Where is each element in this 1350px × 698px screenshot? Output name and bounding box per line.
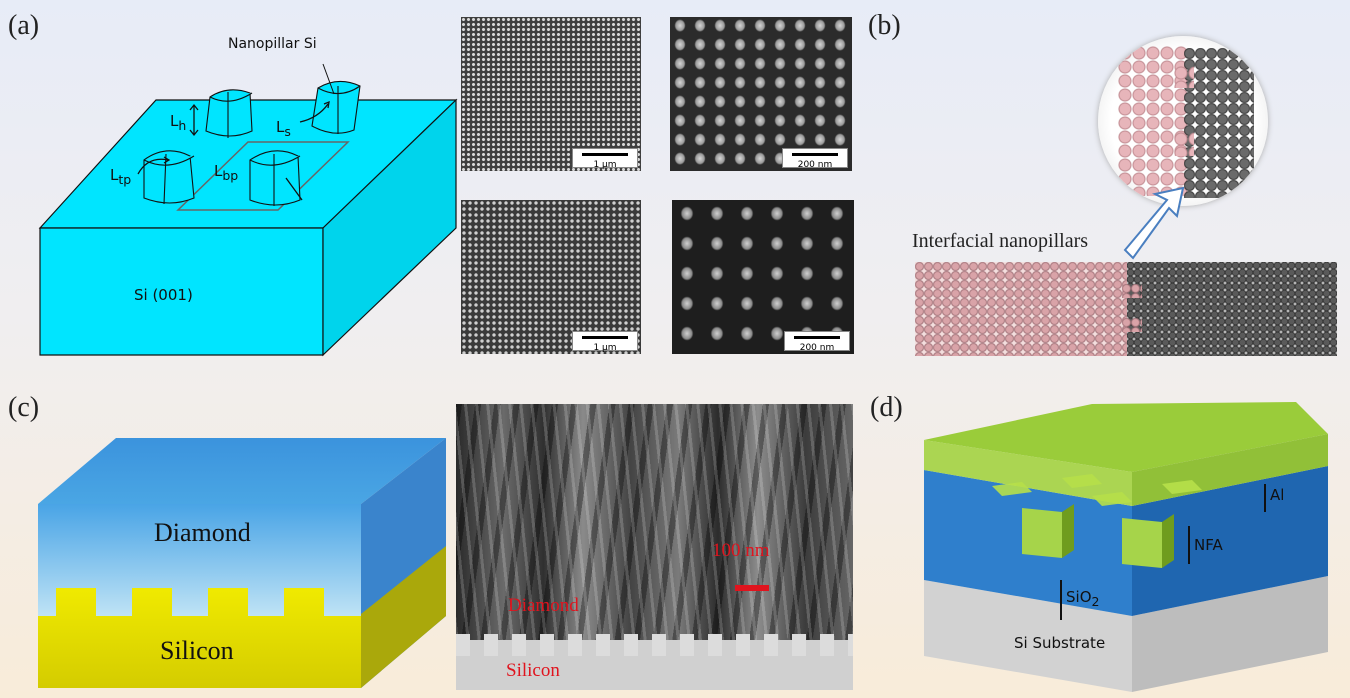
dim-ltp-label: Ltp [110,166,132,187]
al-thickness-arrow [1264,484,1266,512]
gray-atom-cluster [1184,48,1254,198]
sem-scale-4: 200 nm [784,331,850,353]
tem-scale-bar [735,585,769,591]
tem-scale-label: 100 nm [712,540,770,561]
panel-label-a: (a) [8,10,40,41]
dim-lbp-label: Lbp [214,162,239,183]
pink-atom-pillar [1122,318,1142,332]
nfa-thickness-arrow [1188,526,1190,564]
panel-label-d: (d) [870,392,903,423]
sio2-label: SiO2 [1066,588,1100,609]
panel-label-c: (c) [8,392,40,423]
pink-protrusion [1174,132,1194,156]
panel-label-b: (b) [868,10,901,41]
gray-atom-slab [1127,262,1337,356]
sem-image-3 [461,200,641,354]
tem-diamond-region [456,404,853,644]
tem-silicon-label: Silicon [506,660,560,681]
substrate-label: Si (001) [134,286,193,304]
pink-atom-slab [915,262,1127,356]
magnified-interface-circle [1098,36,1268,206]
tem-image [456,404,853,690]
sem-scale-2: 200 nm [782,148,848,170]
sem-image-4 [672,200,854,354]
pink-protrusion [1174,66,1194,88]
sem-image-1 [461,17,641,171]
sio2-thickness-arrow [1060,580,1062,620]
interfacial-nanopillars-caption: Interfacial nanopillars [912,230,1089,252]
silicon-layer-label: Silicon [160,636,234,665]
dim-ls-label: Ls [276,118,291,139]
zoom-arrow-icon [1105,180,1195,270]
si-nanopillar-diagram: Nanopillar Si Lh Ls Ltp Lbp Si (001) [38,30,458,360]
nanopillar-si-label: Nanopillar Si [228,36,317,52]
tem-diamond-label: Diamond [508,595,579,616]
pink-atom-pillar [1122,284,1142,298]
al-label: Al [1270,486,1285,504]
sem-scale-1: 1 µm [572,148,638,170]
si-substrate-label: Si Substrate [1014,634,1106,652]
dim-lh-label: Lh [170,112,187,133]
tem-pillar-row [456,634,853,656]
diamond-layer-label: Diamond [154,518,251,547]
nfa-label: NFA [1194,536,1223,554]
sem-image-2 [670,17,852,171]
diamond-silicon-block: Diamond Silicon [36,436,446,688]
device-stack-diagram: Al NFA SiO2 Si Substrate [922,400,1346,692]
sem-scale-3: 1 µm [572,331,638,353]
